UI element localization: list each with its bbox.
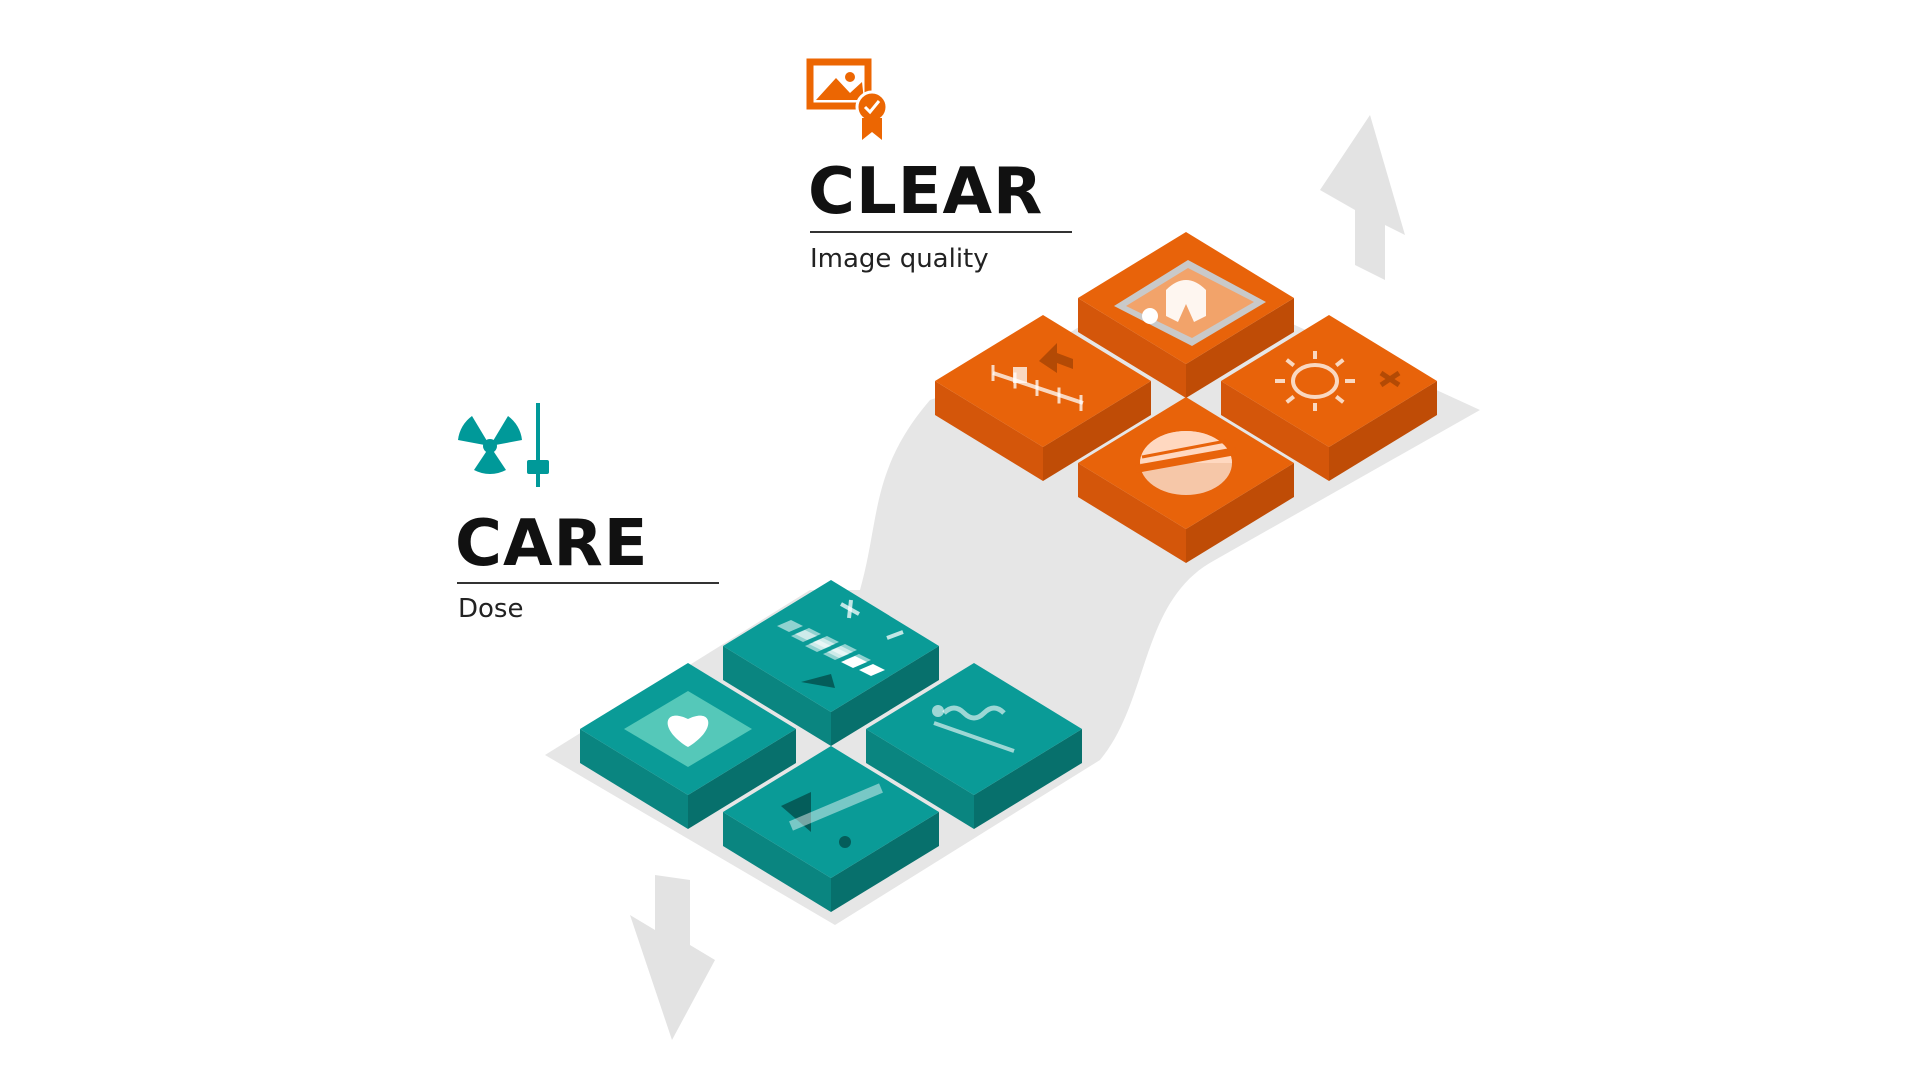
tile-side-left [723,646,831,746]
tile-side-right [974,729,1082,829]
dose-grid-tile [723,580,939,746]
tile-side-right [831,812,939,912]
image-frame-tile [1078,232,1294,398]
tile-side-left [935,381,1043,481]
clear-tiles [935,232,1437,563]
image-quality-award-icon [806,58,889,140]
care-subtitle: Dose [458,594,524,624]
arrow-down-icon [630,875,715,1040]
tile-side-left [580,729,688,829]
tile-side-right [831,646,939,746]
half-circle-icon [1135,431,1237,495]
tile-side-right [1329,381,1437,481]
tile-side-right [1043,381,1151,481]
tile-top [723,746,939,878]
tile-top [1221,315,1437,447]
care-tiles [580,580,1082,912]
heart-tile [580,663,796,829]
care-divider [457,582,719,584]
slider-up-icon [991,343,1084,411]
injector-icon [781,783,883,848]
tile-side-left [1078,298,1186,398]
care-title: CARE [455,507,649,581]
arrow-up-icon [1320,115,1405,280]
injector-tile [723,746,939,912]
radiation-dose-slider-icon [458,403,549,487]
half-circle-tile [1078,397,1294,563]
tile-side-left [1221,381,1329,481]
caduceus-tile [866,663,1082,829]
tile-side-left [1078,463,1186,563]
dose-grid-icon [777,599,904,688]
clear-divider [810,231,1072,233]
tile-top [935,315,1151,447]
tile-side-left [866,729,974,829]
tile-side-right [1186,298,1294,398]
tile-side-left [723,812,831,912]
tile-top [866,663,1082,795]
clear-subtitle: Image quality [810,244,989,274]
slider-up-tile [935,315,1151,481]
tile-side-right [1186,463,1294,563]
caduceus-icon [932,705,1015,753]
sun-plus-icon [1275,351,1401,411]
sun-plus-tile [1221,315,1437,481]
heart-icon [624,691,752,767]
image-frame-icon [1114,260,1266,346]
clear-title: CLEAR [808,155,1044,229]
tile-side-right [688,729,796,829]
